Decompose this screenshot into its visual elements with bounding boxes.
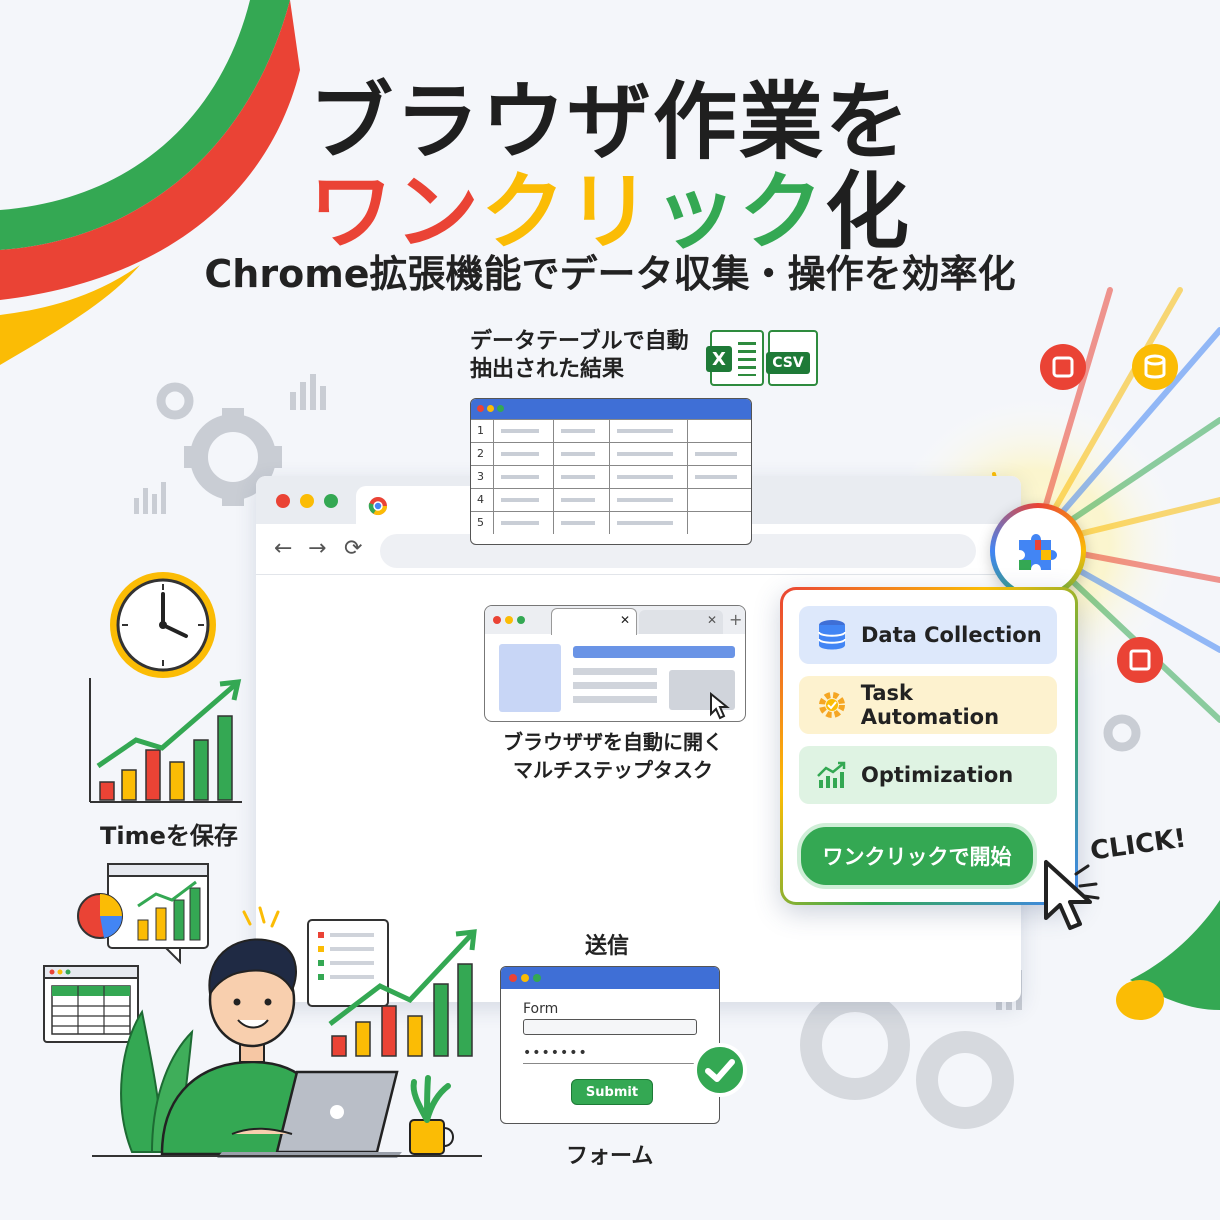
menu-item-task-automation[interactable]: Task Automation [799, 676, 1057, 734]
cursor-icon [710, 692, 730, 720]
submit-button[interactable]: Submit [571, 1079, 653, 1105]
excel-icon-lines [738, 342, 756, 376]
puzzle-icon [1019, 534, 1057, 570]
menu-item-label: Data Collection [861, 623, 1042, 647]
chrome-icon [368, 497, 387, 516]
time-saved-label: Timeを保存 [100, 822, 238, 850]
row-number: 2 [477, 447, 484, 460]
form-window: Form ••••••• Submit [500, 966, 720, 1124]
mini-browser-label: ブラウザザを自動に開く マルチステップタスク [478, 728, 748, 784]
tab-close-icon[interactable]: ✕ [706, 613, 717, 627]
send-label: 送信 [585, 934, 630, 959]
new-tab-icon[interactable]: + [729, 610, 743, 629]
row-number: 5 [477, 516, 484, 529]
menu-item-data-collection[interactable]: Data Collection [799, 606, 1057, 664]
form-title: Form [523, 1001, 559, 1017]
title-char: 化 [825, 163, 912, 261]
back-arrow-icon[interactable]: ← [274, 536, 293, 561]
excel-icon-letter: X [706, 346, 732, 372]
growth-chart-icon [89, 678, 242, 803]
title-char: リ [566, 163, 653, 261]
row-number: 4 [477, 493, 484, 506]
maximize-window-dot[interactable] [324, 494, 338, 508]
title-char: ク [480, 163, 567, 261]
title-line-1: ブラウザ作業を [308, 73, 911, 171]
title-char: ク [739, 163, 826, 261]
chart-up-icon [815, 758, 849, 792]
title-line-2: ワンクリック化 [0, 145, 1220, 266]
data-table-header [471, 399, 751, 419]
menu-item-optimization[interactable]: Optimization [799, 746, 1057, 804]
data-table-rows: 1 2 3 4 5 [471, 419, 751, 534]
spreadsheet-icon [43, 965, 139, 1043]
title-char: ン [394, 163, 481, 261]
csv-icon: CSV [766, 330, 818, 386]
mini-browser-tab-inactive[interactable]: ✕ [639, 610, 723, 634]
form-label: フォーム [566, 1144, 654, 1169]
toolbar-divider [256, 574, 1021, 575]
form-text-input[interactable] [523, 1019, 697, 1035]
mini-image-placeholder [499, 644, 561, 712]
row-number: 1 [477, 424, 484, 437]
mini-browser-tab-active[interactable]: ✕ [551, 608, 637, 635]
table-label-line-2: 抽出された結果 [470, 357, 625, 382]
title-char: ッ [653, 163, 740, 261]
menu-item-label: Task Automation [860, 681, 1000, 729]
dashboard-icon [77, 863, 209, 965]
report-chart-icon [307, 919, 477, 1057]
table-row: 2 [471, 442, 751, 465]
table-row: 3 [471, 465, 751, 488]
database-icon [815, 618, 849, 652]
close-window-dot[interactable] [276, 494, 290, 508]
menu-item-label: Optimization [861, 763, 1014, 787]
check-circle-icon [693, 1043, 747, 1097]
one-click-start-button[interactable]: ワンクリックで開始 [797, 823, 1037, 889]
person-with-laptop-illustration [92, 906, 482, 1158]
subtitle: Chrome拡張機能でデータ収集・操作を効率化 [204, 252, 1016, 296]
data-table: 1 2 3 4 5 [470, 398, 752, 545]
title-char: ワ [308, 163, 395, 261]
reload-icon[interactable]: ⟳ [344, 536, 363, 561]
extension-popup: Data Collection Task Automation Optimiza… [780, 587, 1078, 905]
form-divider [523, 1063, 697, 1064]
excel-icon: X [706, 330, 764, 386]
forward-arrow-icon[interactable]: → [308, 536, 327, 561]
big-cursor-icon [1044, 860, 1092, 930]
mini-label-line-2: マルチステップタスク [513, 758, 713, 782]
form-window-bar [501, 967, 719, 989]
table-row: 1 [471, 419, 751, 442]
mini-label-line-1: ブラウザザを自動に開く [503, 730, 723, 754]
csv-icon-label: CSV [766, 352, 810, 374]
table-row: 5 [471, 511, 751, 534]
tab-close-icon[interactable]: ✕ [619, 613, 630, 627]
form-password-field[interactable]: ••••••• [523, 1045, 588, 1061]
table-row: 4 [471, 488, 751, 511]
table-label: データテーブルで自動 抽出された結果 [470, 328, 689, 384]
mini-heading-bar [573, 646, 735, 658]
mini-browser: ✕ ✕ + [484, 605, 746, 722]
gear-icon [815, 688, 849, 722]
clock-icon [110, 572, 216, 678]
row-number: 3 [477, 470, 484, 483]
minimize-window-dot[interactable] [300, 494, 314, 508]
click-burst-icon [1074, 864, 1100, 900]
table-label-line-1: データテーブルで自動 [470, 329, 689, 354]
extension-button[interactable] [990, 503, 1086, 599]
